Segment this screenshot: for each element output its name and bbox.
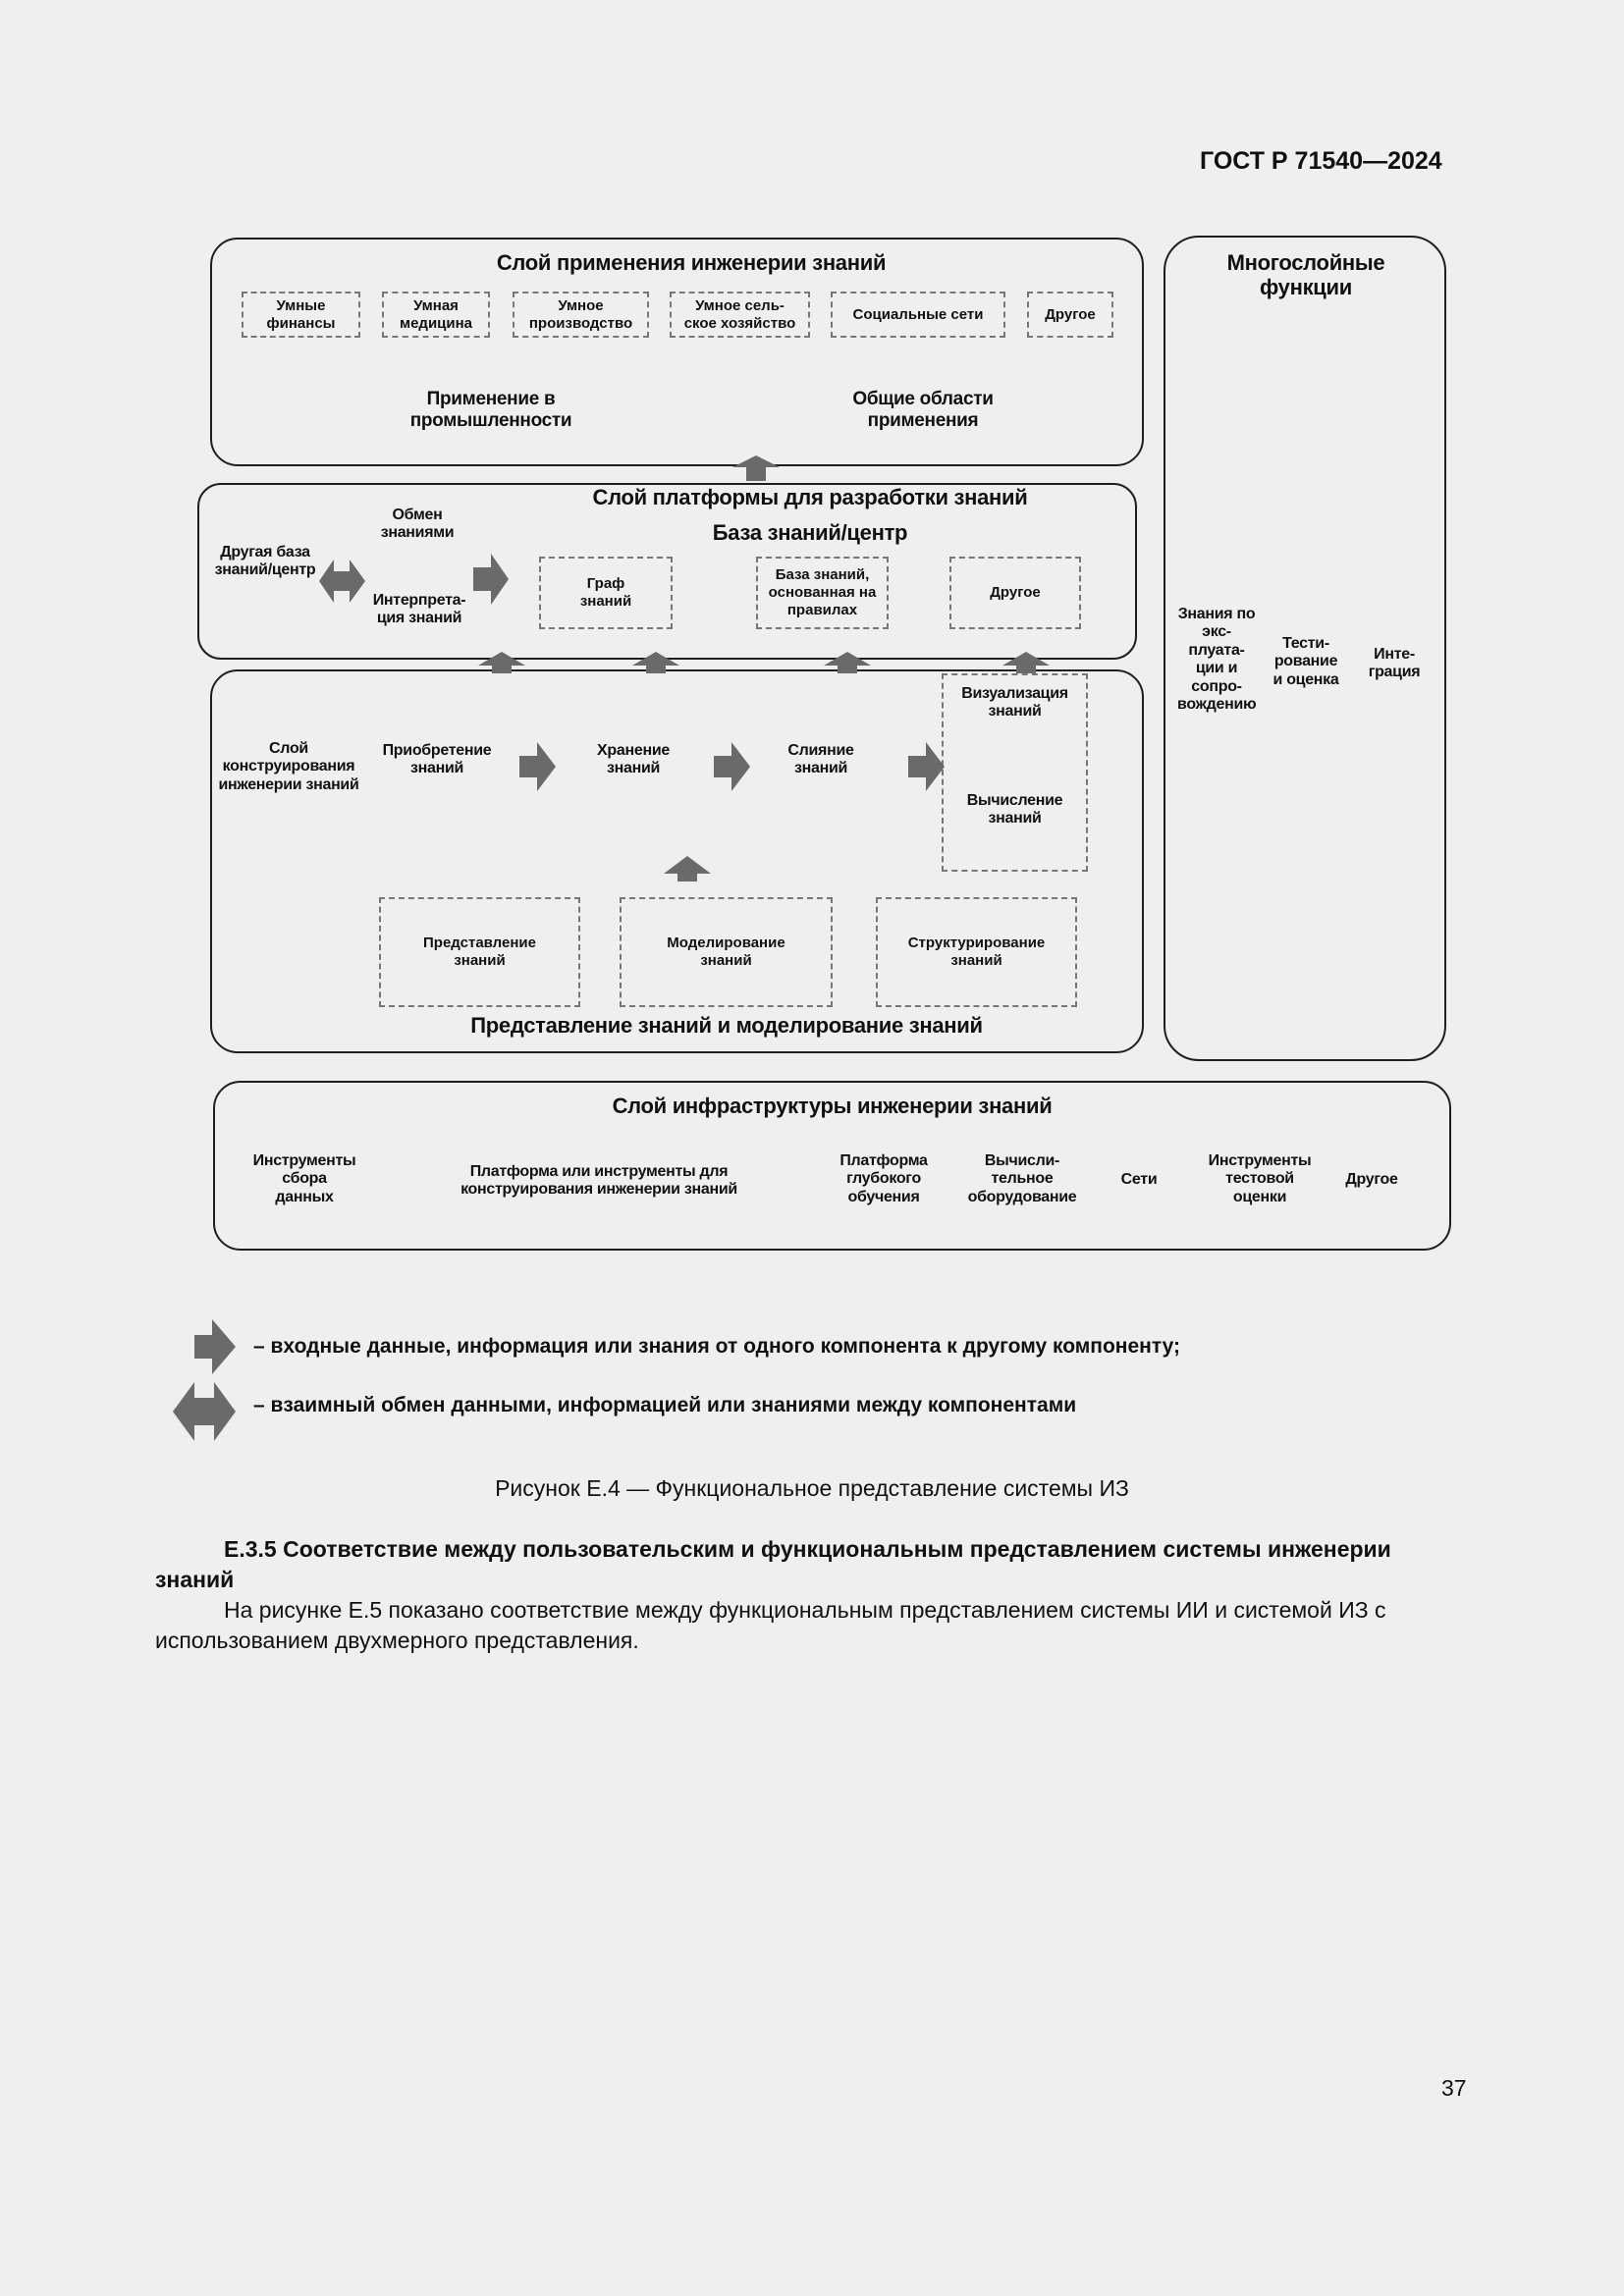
platform-layer-title: Слой платформы для разработки знаний xyxy=(592,485,1028,509)
arrow-right-icon xyxy=(714,742,750,791)
infra-item-construction-platform: Платформа или инструменты для конструиро… xyxy=(460,1163,737,1199)
representation-title: Представление знаний и моделирование зна… xyxy=(470,1013,983,1038)
infra-item-other: Другое xyxy=(1345,1171,1398,1188)
multilayer-item-testing: Тести-рование и оценка xyxy=(1272,635,1339,688)
knowledge-base-title: База знаний/центр xyxy=(712,520,908,545)
application-layer-box xyxy=(210,238,1144,466)
infra-item-networks: Сети xyxy=(1120,1171,1158,1188)
arrow-up-icon xyxy=(1002,652,1050,673)
arrow-up-icon xyxy=(824,652,871,673)
legend-item-arrow: – входные данные, информация или знания … xyxy=(253,1335,1181,1358)
arrow-up-icon xyxy=(632,652,679,673)
arrow-up-icon xyxy=(664,856,711,881)
construction-layer-label: Слой конструирования инженерии знаний xyxy=(218,740,359,793)
multilayer-item-operation: Знания по экс-плуата-ции и сопро-вождени… xyxy=(1177,606,1257,713)
knowledge-exchange-label: Обмен знаниями xyxy=(380,507,455,542)
arrow-up-icon xyxy=(478,652,525,673)
industry-application-label: Применение в промышленности xyxy=(409,389,572,431)
representation-item-structuring: Структурирование знаний xyxy=(876,897,1077,1007)
platform-item-rule-based-kb: База знаний, основанная на правилах xyxy=(756,557,889,629)
figure-caption: Рисунок Е.4 — Функциональное представлен… xyxy=(495,1475,1129,1501)
application-item-smart-medicine: Умная медицина xyxy=(382,292,490,338)
outputs-dashed-box xyxy=(942,673,1088,872)
multilayer-functions-title: Многослойные функции xyxy=(1226,250,1385,300)
representation-item-modeling: Моделирование знаний xyxy=(620,897,833,1007)
step-fusion: Слияние знаний xyxy=(787,742,854,777)
document-code: ГОСТ Р 71540—2024 xyxy=(1200,147,1442,175)
application-item-other: Другое xyxy=(1027,292,1113,338)
page-number: 37 xyxy=(1441,2075,1467,2101)
legend-icons xyxy=(173,1319,236,1441)
arrow-right-icon xyxy=(194,1319,236,1374)
infra-item-hardware: Вычисли-тельное оборудование xyxy=(967,1152,1077,1205)
application-item-social-networks: Социальные сети xyxy=(831,292,1005,338)
construction-layer-box xyxy=(210,669,1144,1053)
platform-item-other: Другое xyxy=(949,557,1081,629)
double-arrow-icon xyxy=(173,1382,236,1441)
infra-item-deep-learning: Платформа глубокого обучения xyxy=(839,1152,928,1205)
arrow-right-icon xyxy=(473,554,509,605)
step-storage: Хранение знаний xyxy=(597,742,670,777)
application-item-smart-finance: Умные финансы xyxy=(242,292,360,338)
multilayer-functions-box xyxy=(1164,236,1446,1061)
section-heading: Е.3.5 Соответствие между пользовательски… xyxy=(155,1536,1391,1592)
other-knowledge-base-label: Другая база знаний/центр xyxy=(214,544,316,579)
application-item-smart-production: Умное производство xyxy=(513,292,649,338)
arrow-right-icon xyxy=(908,742,945,791)
arrow-up-icon xyxy=(732,455,780,481)
arrow-right-icon xyxy=(519,742,556,791)
application-item-smart-agriculture: Умное сель-ское хозяйство xyxy=(670,292,810,338)
infrastructure-layer-title: Слой инфраструктуры инженерии знаний xyxy=(612,1094,1053,1118)
output-computation: Вычисление знаний xyxy=(966,792,1063,828)
step-acquisition: Приобретение знаний xyxy=(382,742,492,777)
infrastructure-layer-box xyxy=(213,1081,1451,1251)
infra-item-test-tools: Инструменты тестовой оценки xyxy=(1208,1152,1312,1205)
diagram-arrows xyxy=(319,455,1050,881)
multilayer-item-integration: Инте-грация xyxy=(1368,646,1421,681)
general-application-label: Общие области применения xyxy=(852,389,994,431)
legend-item-double-arrow: – взаимный обмен данными, информацией ил… xyxy=(253,1394,1077,1416)
application-layer-title: Слой применения инженерии знаний xyxy=(496,250,887,275)
section-paragraph: На рисунке Е.5 показано соответствие меж… xyxy=(155,1597,1386,1653)
representation-item-representation: Представление знаний xyxy=(379,897,580,1007)
double-arrow-icon xyxy=(319,560,365,603)
knowledge-interpretation-label: Интерпрета-ция знаний xyxy=(372,592,466,627)
output-visualization: Визуализация знаний xyxy=(961,685,1068,721)
platform-item-knowledge-graph: Граф знаний xyxy=(539,557,673,629)
infra-item-data-collection: Инструменты сбора данных xyxy=(252,1152,356,1205)
